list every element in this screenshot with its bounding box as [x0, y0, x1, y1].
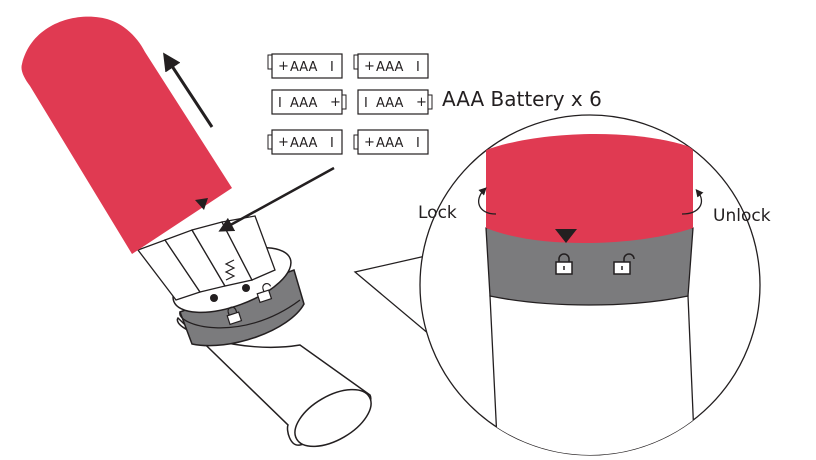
device-left	[21, 16, 372, 448]
battery: + AAA I	[267, 129, 343, 155]
battery-minus: I	[330, 60, 334, 75]
battery-plus: +	[416, 95, 427, 110]
contact-dot	[242, 284, 250, 292]
up-arrow-icon	[163, 52, 214, 128]
detail-callout: Lock Unlock	[353, 114, 771, 456]
marker-triangle-icon	[195, 198, 208, 210]
detail-body	[489, 295, 696, 455]
detail-cap	[486, 133, 693, 244]
detail-collar	[485, 227, 694, 306]
battery-grid: + AAA I + AAA I I AAA + I AAA +	[267, 53, 602, 155]
battery-label: AAA	[376, 96, 404, 111]
device-collar-inner	[179, 299, 301, 329]
rotate-arrow-icon	[478, 187, 497, 215]
lock-icon	[226, 306, 243, 326]
battery-minus: I	[416, 136, 420, 151]
unlock-icon	[613, 253, 635, 275]
device-bottom-end	[294, 388, 372, 448]
battery-plus: +	[278, 135, 289, 150]
rotate-arrow-icon	[681, 188, 704, 215]
battery-plus: +	[364, 59, 375, 74]
battery: + AAA I	[267, 53, 343, 79]
battery: + AAA I	[353, 129, 429, 155]
battery-label: AAA	[376, 60, 404, 75]
inserted-batteries	[136, 215, 276, 301]
unlock-label: Unlock	[713, 206, 771, 226]
battery-minus: I	[330, 136, 334, 151]
battery: I AAA +	[357, 89, 433, 115]
marker-triangle-icon	[555, 229, 577, 243]
battery-plus: +	[364, 135, 375, 150]
lock-icon	[555, 253, 573, 275]
battery-label: AAA	[290, 60, 318, 75]
battery-minus: I	[416, 60, 420, 75]
device-collar	[179, 269, 305, 347]
battery-label: AAA	[376, 136, 404, 151]
battery-label: AAA	[290, 96, 318, 111]
unlock-icon	[256, 282, 273, 304]
battery-plus: +	[330, 95, 341, 110]
insert-arrow-icon	[218, 166, 335, 232]
lock-label: Lock	[418, 203, 457, 223]
spring	[224, 259, 236, 281]
battery-count-label: AAA Battery x 6	[442, 87, 602, 111]
battery: I AAA +	[271, 89, 347, 115]
battery-minus: I	[364, 96, 368, 111]
battery-label: AAA	[290, 136, 318, 151]
battery-minus: I	[278, 96, 282, 111]
device-cap	[21, 16, 233, 254]
contact-dot	[210, 294, 218, 302]
battery-plus: +	[278, 59, 289, 74]
battery: + AAA I	[353, 53, 429, 79]
